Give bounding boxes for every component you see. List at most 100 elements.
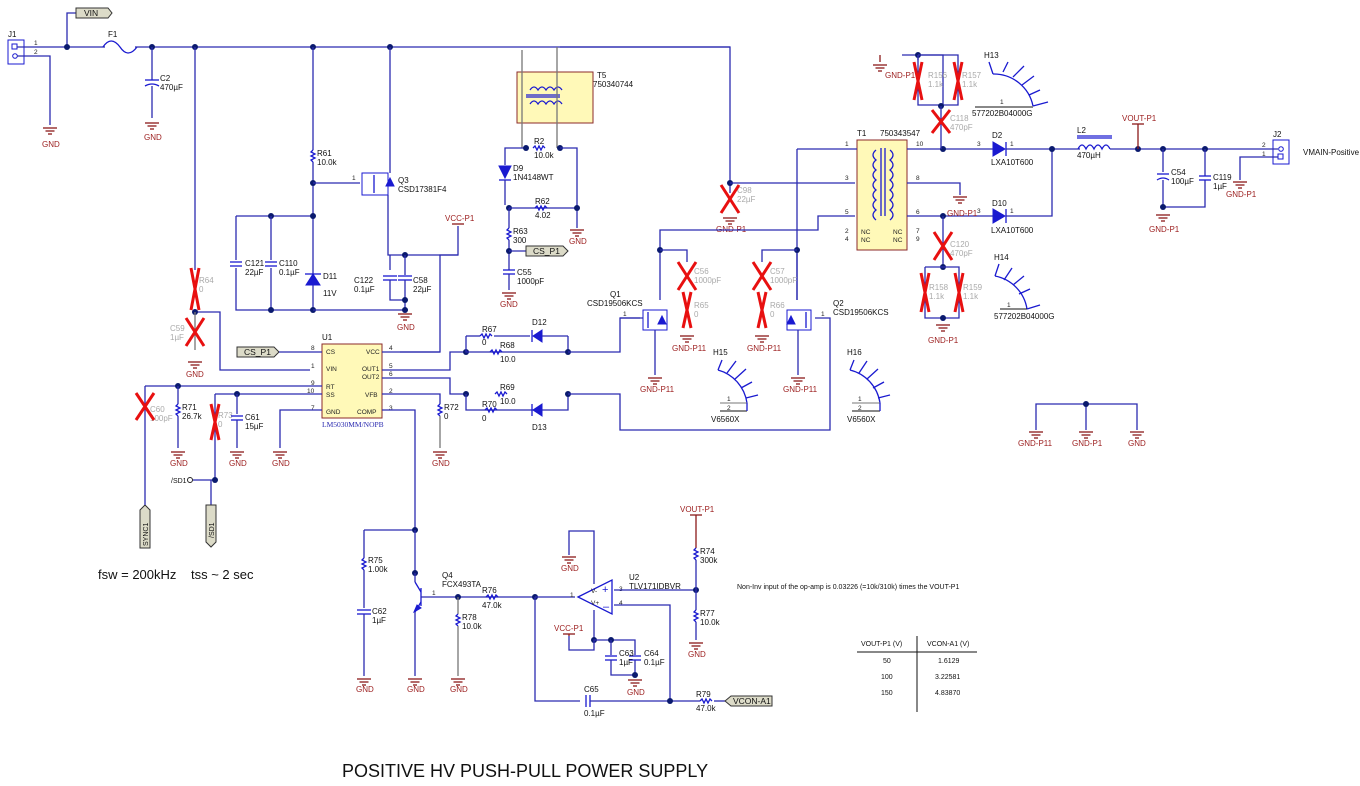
- svg-text:VOUT-P1 (V): VOUT-P1 (V): [861, 641, 902, 648]
- svg-text:0.1µF: 0.1µF: [644, 658, 665, 667]
- svg-text:NC: NC: [861, 229, 871, 236]
- svg-text:3: 3: [977, 141, 981, 148]
- svg-text:R74: R74: [700, 547, 715, 556]
- svg-text:Q1: Q1: [610, 290, 621, 299]
- fsw-note: fsw = 200kHz: [98, 567, 176, 582]
- svg-text:R72: R72: [444, 403, 459, 412]
- svg-text:+: +: [602, 584, 608, 596]
- q2-mosfet: Q2 CSD19506KCS: [786, 299, 889, 331]
- svg-text:C54: C54: [1171, 168, 1186, 177]
- svg-text:R76: R76: [482, 586, 497, 595]
- svg-text:0: 0: [694, 310, 699, 319]
- svg-text:GND-P11: GND-P11: [672, 344, 707, 353]
- svg-text:R79: R79: [696, 690, 711, 699]
- svg-text:GND-P11: GND-P11: [1018, 439, 1053, 448]
- svg-text:100pF: 100pF: [150, 414, 173, 423]
- svg-text:VCC: VCC: [366, 349, 380, 356]
- svg-text:7: 7: [916, 228, 920, 235]
- svg-text:CS_P1: CS_P1: [244, 347, 271, 357]
- svg-text:GND-P11: GND-P11: [640, 385, 675, 394]
- sd1-flag: /SD1: [205, 504, 217, 548]
- svg-text:GND-P11: GND-P11: [783, 385, 818, 394]
- q1-mosfet: Q1 CSD19506KCS: [587, 290, 668, 331]
- svg-text:C98: C98: [737, 186, 752, 195]
- svg-text:1000pF: 1000pF: [517, 277, 544, 286]
- svg-text:22µF: 22µF: [413, 285, 432, 294]
- svg-text:9: 9: [916, 236, 920, 243]
- svg-text:LM5030MM/NOPB: LM5030MM/NOPB: [322, 420, 384, 429]
- svg-text:1: 1: [352, 175, 356, 182]
- svg-text:1000pF: 1000pF: [694, 276, 721, 285]
- svg-text:15µF: 15µF: [245, 422, 264, 431]
- svg-text:1: 1: [1007, 302, 1011, 309]
- svg-text:R62: R62: [535, 197, 550, 206]
- svg-text:OUT1: OUT1: [362, 366, 380, 373]
- svg-text:3: 3: [845, 175, 849, 182]
- svg-text:C59: C59: [170, 324, 185, 333]
- svg-text:COMP: COMP: [357, 409, 377, 416]
- svg-text:CSD19506KCS: CSD19506KCS: [587, 299, 643, 308]
- svg-text:300k: 300k: [700, 556, 718, 565]
- svg-text:U2: U2: [629, 573, 640, 582]
- svg-text:GND: GND: [170, 459, 188, 468]
- svg-text:D11: D11: [323, 272, 338, 281]
- svg-text:H13: H13: [984, 51, 999, 60]
- svg-text:VCC-P1: VCC-P1: [554, 624, 584, 633]
- svg-text:GND: GND: [688, 650, 706, 659]
- svg-text:SS: SS: [326, 392, 335, 399]
- c60-dnp: C60 100pF: [134, 392, 173, 423]
- svg-text:TLV171IDBVR: TLV171IDBVR: [629, 582, 681, 591]
- svg-text:7: 7: [311, 405, 315, 412]
- svg-text:1.1k: 1.1k: [928, 80, 944, 89]
- svg-text:10.0: 10.0: [500, 397, 516, 406]
- tss-note: tss ~ 2 sec: [191, 567, 254, 582]
- svg-text:R70: R70: [482, 400, 497, 409]
- svg-text:0.1µF: 0.1µF: [584, 709, 605, 718]
- svg-text:1.1k: 1.1k: [962, 80, 978, 89]
- svg-text:1000pF: 1000pF: [770, 276, 797, 285]
- svg-text:2: 2: [858, 405, 862, 412]
- svg-text:V-: V-: [591, 588, 597, 595]
- svg-text:L2: L2: [1077, 126, 1086, 135]
- svg-text:C62: C62: [372, 607, 387, 616]
- svg-text:VOUT-P1: VOUT-P1: [680, 505, 715, 514]
- d9-diode: D9 1N4148WT: [498, 164, 554, 182]
- table-cell: 100: [881, 674, 893, 681]
- table-cell: 3.22581: [935, 674, 960, 681]
- svg-text:OUT2: OUT2: [362, 374, 380, 381]
- cs-p1-flag-left: CS_P1: [236, 346, 280, 358]
- r73-dnp: R73 0: [209, 403, 233, 441]
- svg-text:0: 0: [482, 414, 487, 423]
- svg-text:R61: R61: [317, 149, 332, 158]
- svg-text:U1: U1: [322, 333, 333, 342]
- svg-text:VOUT-P1: VOUT-P1: [1122, 114, 1157, 123]
- svg-text:R158: R158: [929, 283, 949, 292]
- svg-text:CS: CS: [326, 349, 336, 356]
- svg-text:CSD17381F4: CSD17381F4: [398, 185, 447, 194]
- svg-text:5: 5: [845, 209, 849, 216]
- svg-text:R156: R156: [928, 71, 948, 80]
- svg-text:470pF: 470pF: [950, 249, 973, 258]
- svg-text:/SD1: /SD1: [209, 522, 216, 538]
- svg-text:H16: H16: [847, 348, 862, 357]
- svg-text:VFB: VFB: [365, 392, 378, 399]
- svg-text:GND-P11: GND-P11: [747, 344, 782, 353]
- svg-text:R65: R65: [694, 301, 709, 310]
- svg-text:R71: R71: [182, 403, 197, 412]
- svg-text:LXA10T600: LXA10T600: [991, 226, 1034, 235]
- cs-p1-flag-right: CS_P1: [525, 245, 569, 257]
- svg-text:GND: GND: [432, 459, 450, 468]
- svg-text:10: 10: [307, 388, 315, 395]
- svg-text:1: 1: [34, 40, 38, 47]
- h16-heatsink: H16 V6560X 1 2: [847, 348, 891, 424]
- svg-text:R69: R69: [500, 383, 515, 392]
- svg-text:D10: D10: [992, 199, 1007, 208]
- svg-text:8: 8: [311, 345, 315, 352]
- svg-text:V6560X: V6560X: [847, 415, 876, 424]
- q4-bjt: Q4 FCX493TA: [412, 571, 482, 614]
- svg-text:C61: C61: [245, 413, 260, 422]
- svg-text:0: 0: [199, 285, 204, 294]
- svg-text:T5: T5: [597, 71, 607, 80]
- svg-text:D13: D13: [532, 423, 547, 432]
